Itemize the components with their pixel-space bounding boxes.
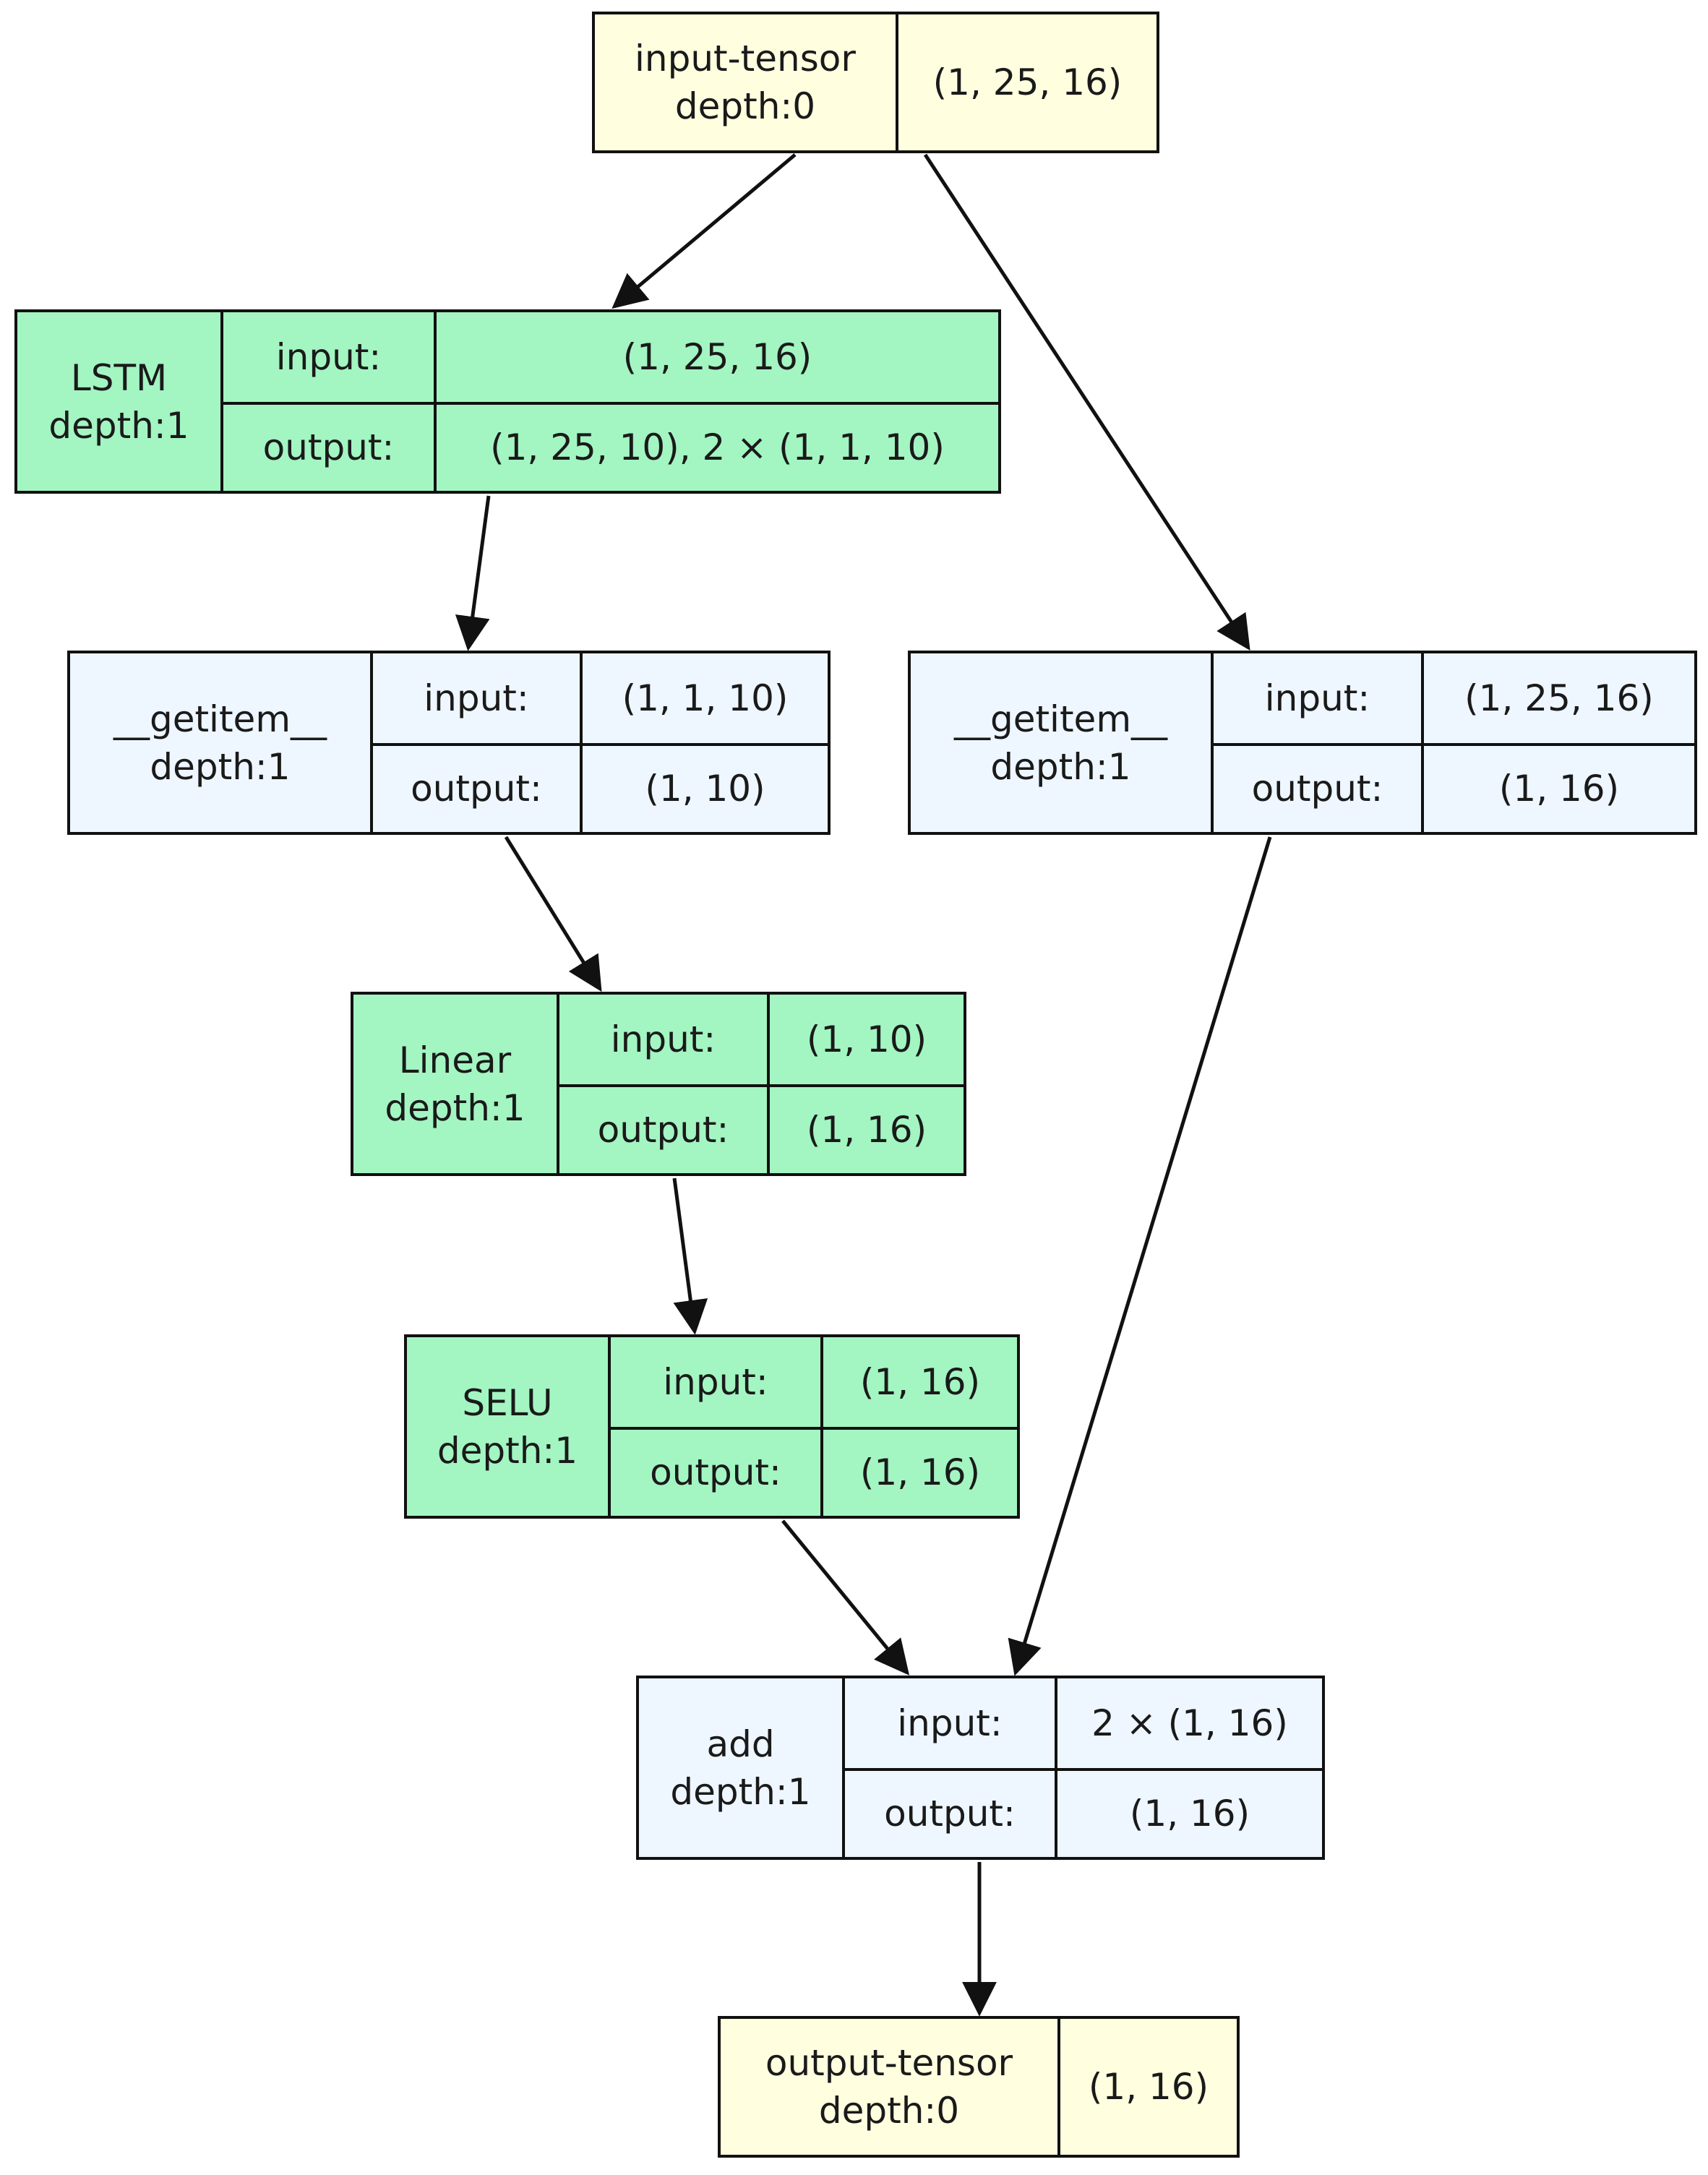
node-input-tensor: input-tensor depth:0 (1, 25, 16): [592, 12, 1159, 153]
node-lstm: LSTM depth:1 input: (1, 25, 16) output: …: [14, 309, 1001, 494]
node-getitem-left-output-label: output:: [373, 745, 583, 832]
node-lstm-title: LSTM depth:1: [17, 312, 223, 491]
edge-getitem-left-to-linear: [504, 836, 602, 992]
edge-input-to-getitem-right: [923, 153, 1250, 651]
node-input-tensor-title: input-tensor depth:0: [595, 14, 898, 150]
node-linear-input-value: (1, 10): [806, 1018, 927, 1060]
edge-input-to-lstm: [611, 153, 797, 309]
node-linear-output-value: (1, 16): [806, 1109, 927, 1151]
node-lstm-name: LSTM: [70, 356, 168, 399]
node-lstm-input-value: (1, 25, 16): [622, 335, 812, 378]
node-add: add depth:1 input: 2 × (1, 16) output: (…: [636, 1676, 1325, 1860]
node-add-depth: depth:1: [670, 1770, 811, 1813]
node-add-input-value: 2 × (1, 16): [1091, 1702, 1288, 1744]
node-getitem-left: __getitem__ depth:1 input: (1, 1, 10) ou…: [67, 651, 831, 835]
node-getitem-left-title: __getitem__ depth:1: [70, 653, 373, 832]
node-selu-title: SELU depth:1: [407, 1337, 611, 1516]
node-lstm-depth: depth:1: [48, 404, 189, 447]
node-input-tensor-shape: (1, 25, 16): [932, 61, 1123, 103]
edge-getitem-right-to-add: [1008, 836, 1272, 1676]
node-output-tensor-title: output-tensor depth:0: [721, 2019, 1060, 2155]
node-lstm-output-value: (1, 25, 10), 2 × (1, 1, 10): [490, 426, 945, 469]
node-linear-name: Linear: [398, 1039, 512, 1081]
edge-lstm-to-getitem-left: [455, 495, 491, 651]
node-getitem-right-input-label: input:: [1214, 653, 1424, 743]
node-input-tensor-depth: depth:0: [674, 85, 816, 127]
node-selu-depth: depth:1: [437, 1429, 578, 1472]
edge-linear-to-selu: [672, 1177, 708, 1335]
node-selu: SELU depth:1 input: (1, 16) output: (1, …: [404, 1334, 1020, 1519]
node-add-output-label: output:: [845, 1770, 1057, 1857]
node-add-name: add: [706, 1723, 775, 1765]
node-getitem-left-depth: depth:1: [150, 745, 291, 788]
node-lstm-input-label: input:: [223, 312, 437, 402]
node-getitem-right-output-value: (1, 16): [1498, 768, 1620, 810]
node-getitem-right-name: __getitem__: [953, 698, 1168, 740]
node-input-tensor-name: input-tensor: [635, 38, 856, 80]
node-getitem-right-input-value: (1, 25, 16): [1464, 677, 1654, 719]
node-selu-name: SELU: [462, 1381, 553, 1424]
node-linear-output-label: output:: [559, 1086, 770, 1173]
node-add-input-label: input:: [845, 1678, 1057, 1768]
node-linear-title: Linear depth:1: [353, 995, 559, 1173]
node-lstm-output-label: output:: [223, 404, 437, 491]
node-selu-input-label: input:: [611, 1337, 823, 1427]
node-getitem-right-depth: depth:1: [990, 745, 1131, 788]
node-output-tensor-shape: (1, 16): [1088, 2066, 1209, 2108]
node-getitem-right-title: __getitem__ depth:1: [911, 653, 1214, 832]
node-linear: Linear depth:1 input: (1, 10) output: (1…: [351, 992, 966, 1176]
node-output-tensor-name: output-tensor: [765, 2042, 1013, 2084]
node-selu-output-label: output:: [611, 1429, 823, 1516]
node-output-tensor: output-tensor depth:0 (1, 16): [718, 2016, 1240, 2158]
node-add-title: add depth:1: [639, 1678, 845, 1857]
node-linear-input-label: input:: [559, 995, 770, 1084]
node-getitem-left-input-label: input:: [373, 653, 583, 743]
node-output-tensor-depth: depth:0: [818, 2090, 960, 2132]
node-getitem-left-output-value: (1, 10): [645, 768, 765, 810]
edge-selu-to-add: [781, 1519, 910, 1676]
node-getitem-right-output-label: output:: [1214, 745, 1424, 832]
node-add-output-value: (1, 16): [1129, 1793, 1250, 1835]
node-getitem-left-input-value: (1, 1, 10): [622, 677, 789, 719]
node-selu-output-value: (1, 16): [859, 1451, 981, 1494]
node-linear-depth: depth:1: [385, 1086, 525, 1129]
node-getitem-left-name: __getitem__: [113, 698, 327, 740]
node-selu-input-value: (1, 16): [859, 1360, 981, 1403]
node-getitem-right: __getitem__ depth:1 input: (1, 25, 16) o…: [908, 651, 1697, 835]
